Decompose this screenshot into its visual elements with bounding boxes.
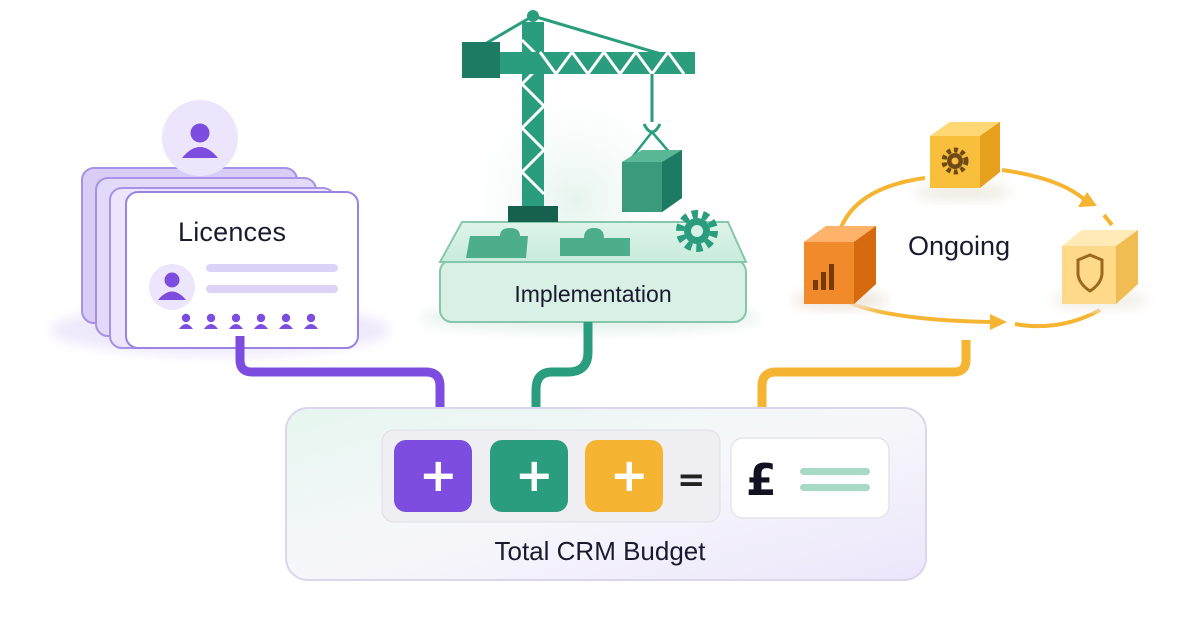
result-line xyxy=(800,468,870,475)
cube-icon xyxy=(1052,230,1148,310)
gear-icon xyxy=(676,210,718,252)
plus-icon: + xyxy=(419,448,458,502)
plus-icon: + xyxy=(610,448,649,502)
card-line xyxy=(206,264,338,272)
equals-sign: = xyxy=(677,460,706,500)
implementation-platform xyxy=(420,210,760,332)
ongoing-plus-tile xyxy=(585,440,663,512)
ongoing-connector xyxy=(757,340,971,415)
puzzle-icon xyxy=(466,228,630,258)
implementation-connector xyxy=(531,322,593,415)
ongoing-label: Ongoing xyxy=(908,231,1011,261)
budget-panel xyxy=(285,407,927,581)
result-tile xyxy=(730,437,890,519)
user-icon xyxy=(162,100,238,176)
licences-label: Licences xyxy=(178,217,287,247)
gear-icon xyxy=(941,147,969,175)
cube-icon xyxy=(792,226,888,310)
crane-icon xyxy=(462,10,695,222)
licences-plus-tile xyxy=(394,440,472,512)
licences-connector xyxy=(235,336,445,415)
card-line xyxy=(206,285,338,293)
pound-icon: £ xyxy=(746,455,777,506)
total-budget-label: Total CRM Budget xyxy=(494,536,706,566)
result-line xyxy=(800,484,870,491)
implementation-label: Implementation xyxy=(514,281,672,307)
plus-icon: + xyxy=(515,448,554,502)
implementation-plus-tile xyxy=(490,440,568,512)
users-row-icon xyxy=(179,313,318,329)
shield-icon xyxy=(1076,253,1104,293)
user-icon xyxy=(149,264,195,310)
bar-chart-icon xyxy=(813,264,834,290)
cube-icon xyxy=(622,150,682,212)
licences-card-stack xyxy=(50,100,390,355)
